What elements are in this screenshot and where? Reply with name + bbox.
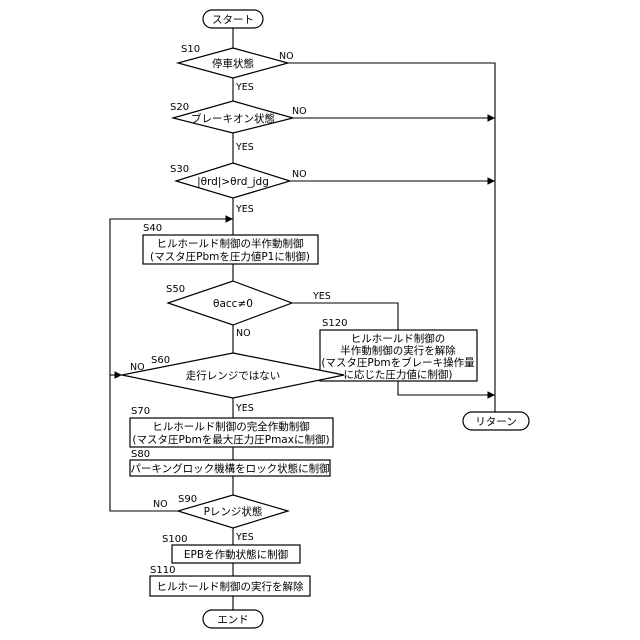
s30-id: S30 — [170, 164, 189, 175]
s120-line4: に応じた圧力値に制御) — [343, 368, 452, 381]
s70-id: S70 — [131, 406, 150, 417]
s50-yes-label: YES — [312, 291, 331, 302]
s70-process: ヒルホールド制御の完全作動制御 (マスタ圧Pbmを最大圧力圧Pmaxに制御) S… — [130, 406, 333, 447]
s50-text: θacc≠0 — [213, 298, 253, 310]
s60-text: 走行レンジではない — [186, 369, 281, 382]
s10-id: S10 — [181, 44, 200, 55]
s120-line3: (マスタ圧Pbmをブレーキ操作量 — [321, 356, 475, 369]
s10-no-label: NO — [279, 51, 294, 62]
edge-s120-return — [398, 381, 495, 395]
s40-line2: (マスタ圧Pbmを圧力値P1に制御) — [150, 250, 310, 263]
s100-text: EPBを作動状態に制御 — [184, 548, 288, 561]
s110-id: S110 — [150, 565, 175, 576]
s10-decision: 停車状態 S10 NO YES — [178, 44, 294, 93]
s30-decision: |θrd|>θrd_jdg S30 NO YES — [170, 163, 307, 215]
s120-line2: 半作動制御の実行を解除 — [340, 344, 456, 357]
s60-id: S60 — [151, 355, 170, 366]
s90-text: Pレンジ状態 — [204, 505, 263, 518]
s10-yes-label: YES — [235, 82, 254, 93]
s50-decision: θacc≠0 S50 YES NO — [166, 281, 331, 339]
end-terminal: エンド — [203, 610, 263, 628]
s30-no-label: NO — [292, 169, 307, 180]
s100-process: EPBを作動状態に制御 S100 — [162, 534, 300, 563]
s50-no-label: NO — [236, 328, 251, 339]
s10-text: 停車状態 — [212, 57, 254, 70]
s20-no-label: NO — [292, 106, 307, 117]
return-label: リターン — [475, 416, 516, 428]
s90-yes-label: YES — [235, 532, 254, 543]
s70-line2: (マスタ圧Pbmを最大圧力圧Pmaxに制御) — [132, 433, 329, 446]
s110-text: ヒルホールド制御の実行を解除 — [157, 580, 304, 593]
end-label: エンド — [217, 614, 249, 626]
start-terminal: スタート — [203, 10, 263, 28]
s110-process: ヒルホールド制御の実行を解除 S110 — [150, 565, 310, 596]
s20-decision: ブレーキオン状態 S20 NO YES — [170, 101, 307, 153]
s60-no-label: NO — [130, 362, 145, 373]
s70-line1: ヒルホールド制御の完全作動制御 — [152, 420, 310, 433]
s80-text: パーキングロック機構をロック状態に制御 — [130, 462, 329, 475]
return-terminal: リターン — [463, 412, 529, 430]
s30-yes-label: YES — [235, 204, 254, 215]
s30-text: |θrd|>θrd_jdg — [197, 176, 269, 188]
s80-id: S80 — [131, 449, 150, 460]
s20-yes-label: YES — [235, 142, 254, 153]
s40-process: ヒルホールド制御の半作動制御 (マスタ圧Pbmを圧力値P1に制御) S40 — [143, 223, 318, 264]
s60-yes-label: YES — [235, 403, 254, 414]
s40-id: S40 — [143, 223, 162, 234]
s40-line1: ヒルホールド制御の半作動制御 — [157, 237, 304, 250]
s20-id: S20 — [170, 102, 189, 113]
s100-id: S100 — [162, 534, 187, 545]
s120-id: S120 — [322, 318, 347, 329]
s50-id: S50 — [166, 284, 185, 295]
s20-text: ブレーキオン状態 — [191, 112, 275, 125]
s120-line1: ヒルホールド制御の — [351, 332, 446, 345]
s90-no-label: NO — [153, 499, 168, 510]
start-label: スタート — [212, 14, 254, 26]
s90-id: S90 — [178, 494, 197, 505]
s80-process: パーキングロック機構をロック状態に制御 S80 — [130, 449, 330, 476]
